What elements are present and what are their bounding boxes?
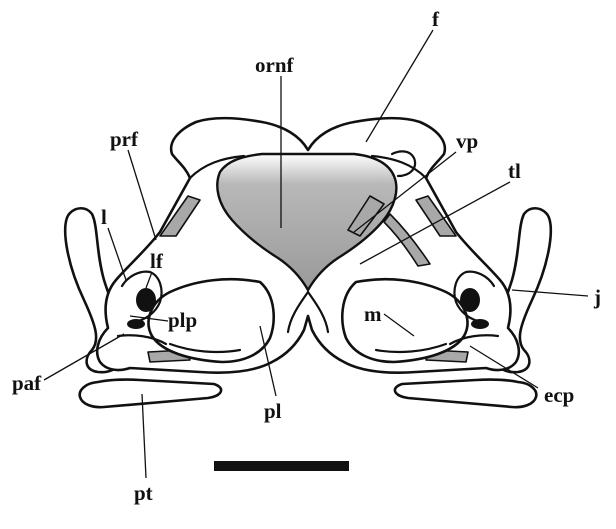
pterygoid-right <box>395 380 536 408</box>
small-foramen-left <box>127 319 145 329</box>
label-prf: prf <box>110 127 139 151</box>
label-paf: paf <box>12 371 42 395</box>
label-m: m <box>364 302 382 326</box>
label-pl: pl <box>264 399 282 423</box>
label-tl: tl <box>508 159 521 183</box>
pterygoid-bars <box>80 380 537 408</box>
label-j: j <box>593 285 601 309</box>
leader-l <box>108 228 126 280</box>
small-foramen-right <box>471 319 489 329</box>
label-vp: vp <box>456 129 478 153</box>
label-ornf: ornf <box>255 53 295 77</box>
label-f: f <box>432 7 440 31</box>
leader-prf <box>128 150 156 240</box>
label-plp: plp <box>168 308 197 332</box>
label-l: l <box>101 205 107 229</box>
leader-pt <box>142 394 146 478</box>
lacrimal-foramen-left <box>136 288 156 312</box>
scale-bar <box>214 461 349 471</box>
lacrimal-foramen-right <box>460 288 480 312</box>
label-ecp: ecp <box>544 383 574 407</box>
pterygoid-left <box>80 380 221 408</box>
label-lf: lf <box>150 249 164 273</box>
label-pt: pt <box>134 481 153 505</box>
